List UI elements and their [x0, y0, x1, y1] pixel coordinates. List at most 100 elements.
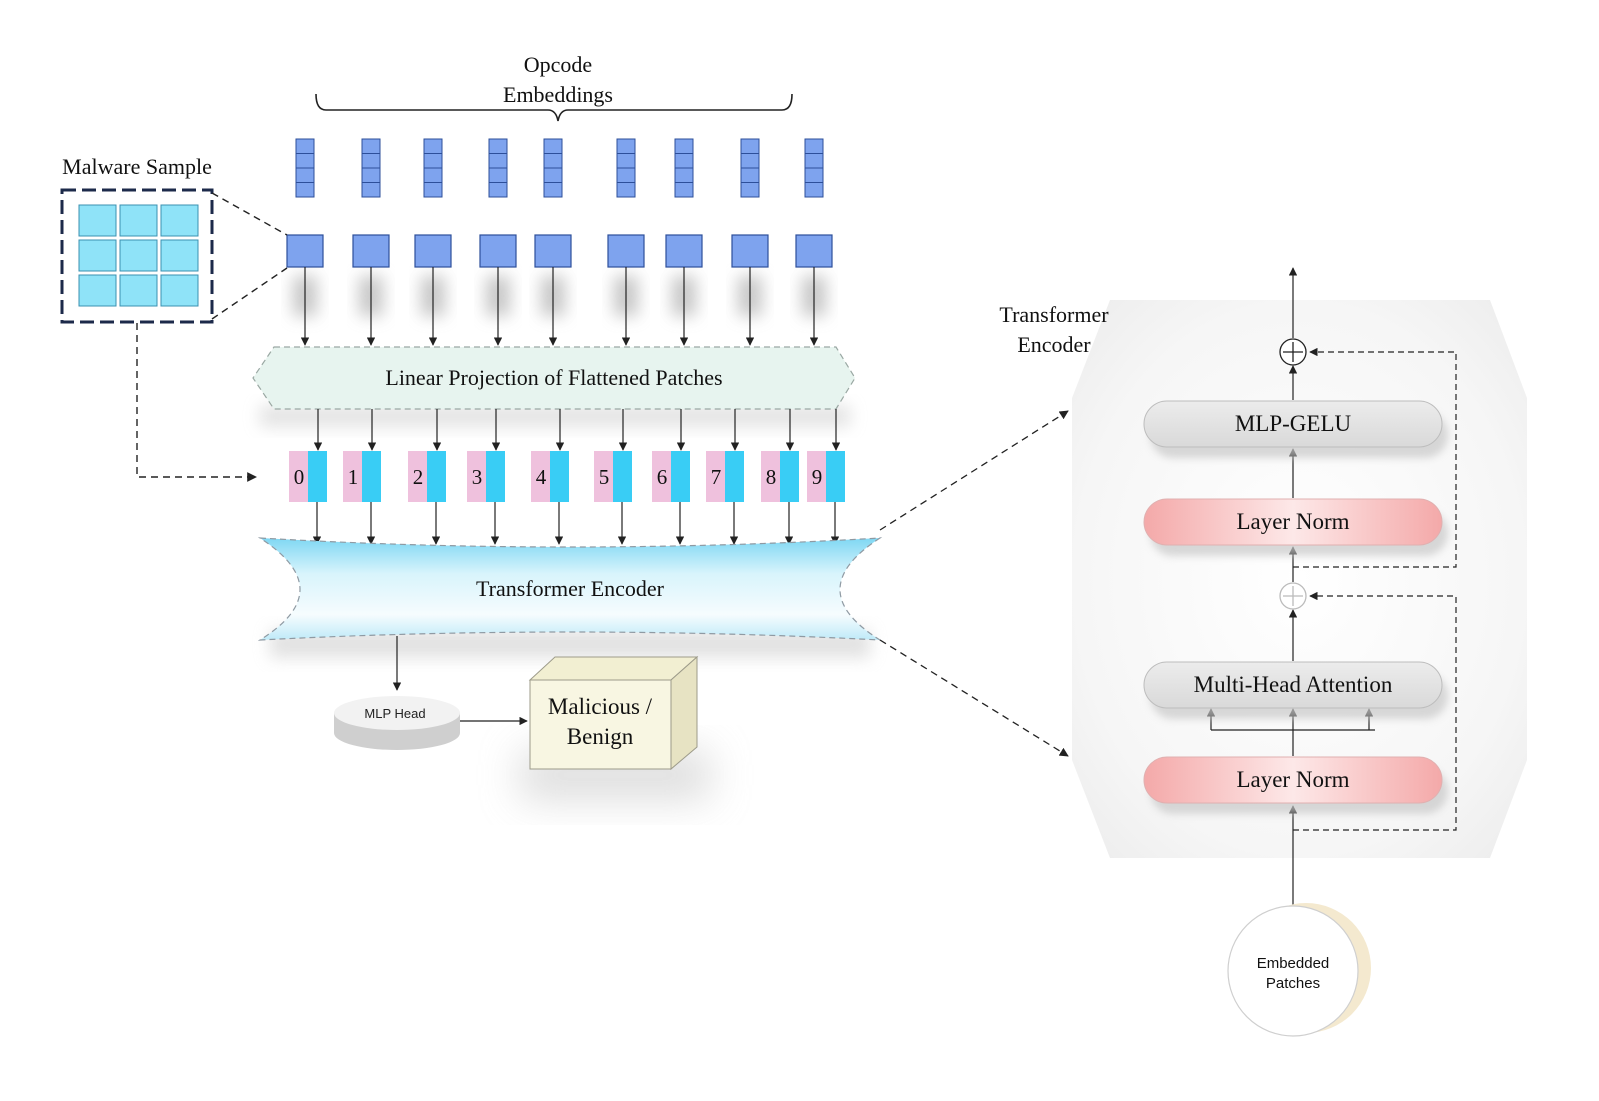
token-patch-embedding — [362, 451, 381, 502]
token-patch-embedding — [725, 451, 744, 502]
patch-square — [731, 234, 769, 268]
malware-sample-grid — [78, 204, 199, 307]
zoom-encoder-bottom — [879, 639, 1069, 757]
opcode-embeddings-title-line2: Embeddings — [503, 82, 613, 107]
token-position-embedding — [531, 451, 550, 502]
add-node-middle — [1279, 582, 1307, 610]
malware-cell — [119, 239, 158, 272]
position-token: 5 — [594, 409, 632, 545]
position-token: 6 — [652, 409, 690, 545]
token-patch-embedding — [427, 451, 446, 502]
embedded-patches-circle — [1227, 905, 1359, 1037]
malware-cell — [78, 204, 117, 237]
position-token: 4 — [531, 409, 569, 545]
token-position-embedding — [467, 451, 486, 502]
token-patch-embedding — [613, 451, 632, 502]
token-patch-embedding — [308, 451, 327, 502]
malware-cell — [78, 239, 117, 272]
embedded-patches-label-line2: Patches — [1266, 975, 1320, 992]
position-token-row: 0 1 2 3 4 5 6 7 8 9 — [289, 409, 845, 545]
token-index-label: 3 — [472, 465, 483, 489]
token-position-embedding — [761, 451, 780, 502]
layer-norm-bottom-box — [1143, 756, 1443, 804]
layer-norm-top-box — [1143, 498, 1443, 546]
zoom-encoder-top — [879, 410, 1069, 531]
opcode-vector-stack — [616, 138, 636, 198]
token-position-embedding — [289, 451, 308, 502]
token-patch-embedding — [486, 451, 505, 502]
opcode-vector-stack — [543, 138, 563, 198]
opcode-brace — [315, 93, 793, 122]
encoder-detail-title-line2: Encoder — [1017, 332, 1091, 357]
layer-norm-bottom-label: Layer Norm — [1236, 767, 1349, 792]
patch-square — [795, 234, 833, 268]
zoom-line-top — [211, 192, 288, 236]
token-position-embedding — [408, 451, 427, 502]
opcode-embeddings-title-line1: Opcode — [524, 52, 592, 77]
position-token: 1 — [343, 409, 381, 545]
patch-row — [286, 234, 833, 346]
token-patch-embedding — [671, 451, 690, 502]
add-node-top — [1279, 338, 1307, 366]
mlp-head-label: MLP Head — [364, 706, 425, 721]
patch-square — [607, 234, 645, 268]
mlp-head-disc-top — [334, 696, 460, 730]
opcode-vector-stack — [295, 138, 315, 198]
token-index-label: 9 — [812, 465, 823, 489]
encoder-detail-title-line1: Transformer — [999, 302, 1109, 327]
token-index-label: 1 — [348, 465, 359, 489]
position-token: 3 — [467, 409, 505, 545]
output-box-front — [529, 679, 672, 770]
opcode-vector-stack — [740, 138, 760, 198]
token-index-label: 7 — [711, 465, 722, 489]
projection-shadow — [260, 405, 850, 427]
output-label-line2: Benign — [567, 724, 634, 749]
malware-cell — [119, 204, 158, 237]
patch-square — [665, 234, 703, 268]
patch-square — [534, 234, 572, 268]
patch-square — [479, 234, 517, 268]
output-box-top — [528, 656, 699, 681]
token-index-label: 5 — [599, 465, 610, 489]
position-token: 0 — [289, 409, 327, 545]
position-token: 2 — [408, 409, 446, 545]
residual-connection-1 — [1293, 591, 1457, 831]
patch-square — [286, 234, 324, 268]
opcode-vector-stack — [804, 138, 824, 198]
transformer-encoder-label: Transformer Encoder — [476, 576, 665, 601]
token-position-embedding — [594, 451, 613, 502]
malware-cell — [78, 274, 117, 307]
opcode-vector-stacks — [295, 138, 824, 198]
token-index-label: 8 — [766, 465, 777, 489]
token-position-embedding — [652, 451, 671, 502]
linear-projection-label: Linear Projection of Flattened Patches — [385, 365, 722, 390]
layer-norm-top-label: Layer Norm — [1236, 509, 1349, 534]
token-index-label: 0 — [294, 465, 305, 489]
opcode-vector-stack — [488, 138, 508, 198]
token-index-label: 4 — [536, 465, 547, 489]
opcode-vector-stack — [674, 138, 694, 198]
patch-square — [352, 234, 390, 268]
token-position-embedding — [807, 451, 826, 502]
malware-to-tokens-connector — [136, 323, 257, 482]
position-token: 7 — [706, 409, 744, 545]
token-patch-embedding — [550, 451, 569, 502]
opcode-vector-stack — [361, 138, 381, 198]
token-patch-embedding — [780, 451, 799, 502]
malware-cell — [119, 274, 158, 307]
token-index-label: 6 — [657, 465, 668, 489]
malware-cell — [160, 204, 199, 237]
multi-head-attention-box — [1143, 661, 1443, 709]
residual-connection-2 — [1293, 347, 1457, 568]
zoom-line-bottom — [211, 267, 288, 320]
position-token: 8 — [761, 409, 799, 545]
token-patch-embedding — [826, 451, 845, 502]
token-index-label: 2 — [413, 465, 424, 489]
multi-head-attention-label: Multi-Head Attention — [1194, 672, 1393, 697]
patch-square — [414, 234, 452, 268]
token-position-embedding — [706, 451, 725, 502]
token-position-embedding — [343, 451, 362, 502]
mlp-gelu-box — [1143, 400, 1443, 448]
position-token: 9 — [807, 409, 845, 545]
malware-cell — [160, 274, 199, 307]
